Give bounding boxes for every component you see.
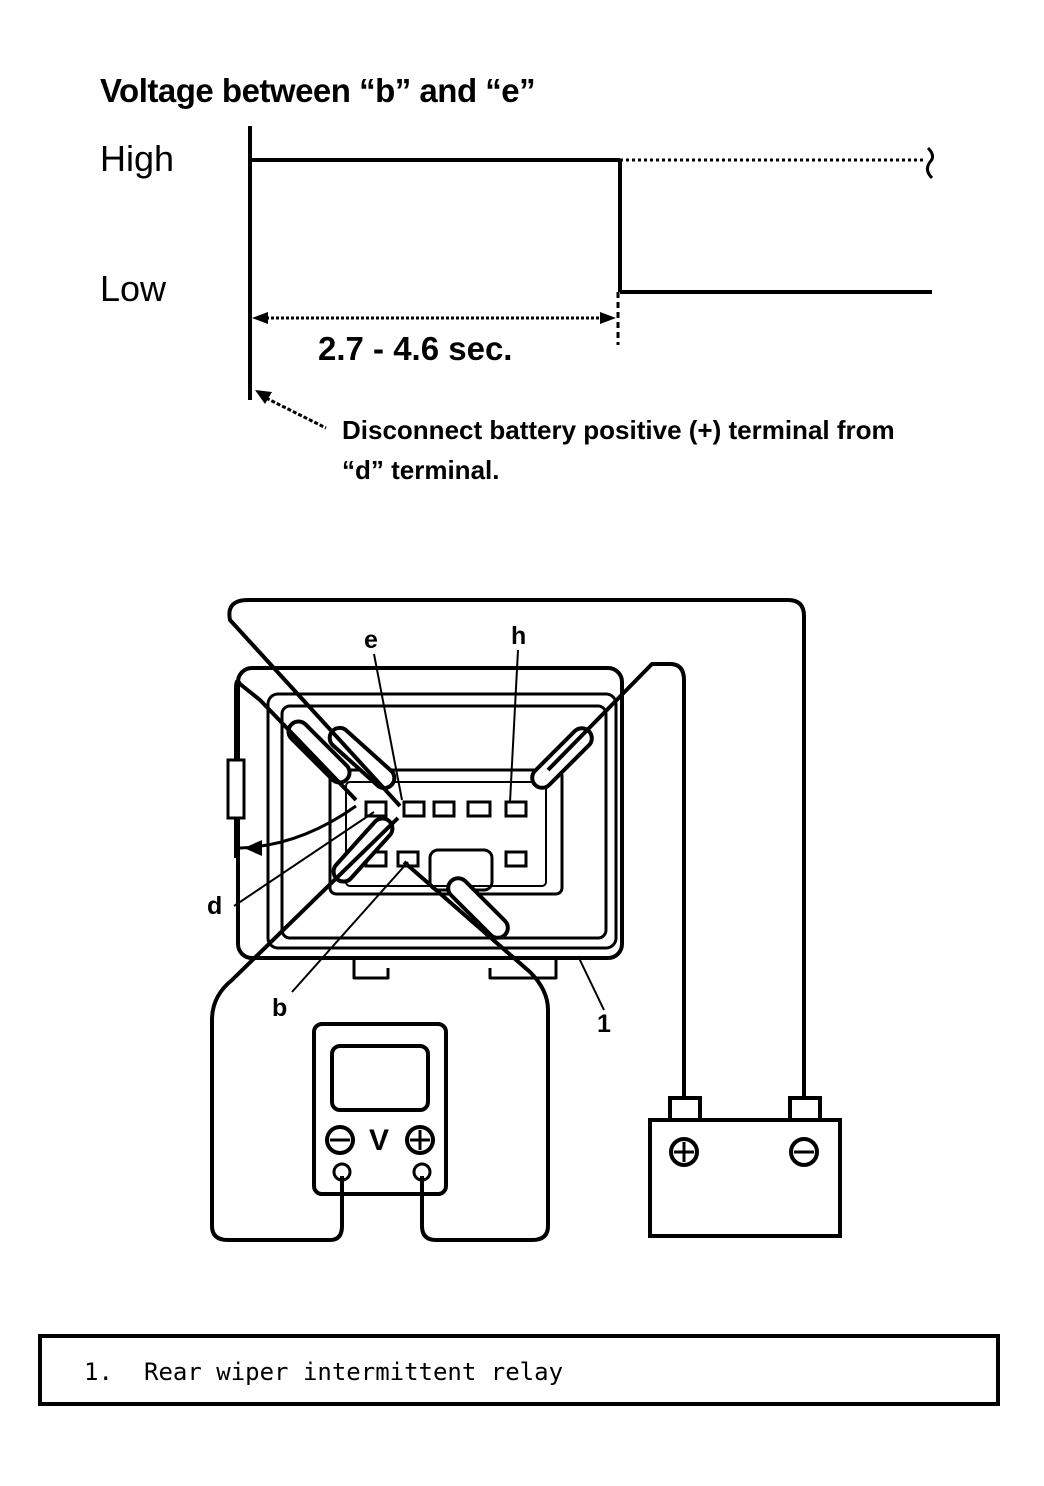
callout-1-label: 1 xyxy=(597,1010,611,1038)
voltmeter-plus-icon xyxy=(405,1125,435,1155)
relay-connector xyxy=(328,768,564,896)
terminal-b-label: b xyxy=(272,994,288,1022)
battery-terminal-positive xyxy=(668,1096,702,1122)
wires xyxy=(210,598,806,1242)
leader-lines xyxy=(233,649,605,1011)
voltmeter xyxy=(312,1022,448,1196)
disconnect-note-line-2: “d” terminal. xyxy=(342,455,500,485)
terminal-h-label: h xyxy=(511,622,527,650)
pin xyxy=(504,850,528,868)
battery-plus-icon xyxy=(669,1137,699,1167)
battery-terminal-negative xyxy=(788,1096,822,1122)
level-high-label: High xyxy=(100,138,175,179)
leader-h xyxy=(509,649,519,803)
chart-title: Voltage between “b” and “e” xyxy=(100,72,536,109)
disconnect-note: Disconnect battery positive (+) terminal… xyxy=(342,410,982,490)
leader-d xyxy=(233,811,375,907)
pin-h xyxy=(504,800,528,818)
battery xyxy=(648,1096,842,1238)
arrow-right-icon xyxy=(600,312,616,324)
duration-label: 2.7 - 4.6 sec. xyxy=(318,330,513,367)
terminal-e-label: e xyxy=(364,626,378,654)
relay-tab-right xyxy=(488,956,558,980)
voltmeter-jack-negative xyxy=(332,1162,352,1182)
voltmeter-minus-icon xyxy=(325,1125,355,1155)
wire-voltmeter-positive xyxy=(402,860,550,1242)
probe-b xyxy=(446,876,510,940)
voltmeter-display xyxy=(330,1044,430,1112)
pin-d xyxy=(364,800,388,818)
relay-tab-left xyxy=(352,956,390,980)
break-mark-icon xyxy=(925,146,935,180)
wire-battery-negative xyxy=(227,598,806,1098)
battery-minus-icon xyxy=(789,1137,819,1167)
relay-frame xyxy=(280,704,608,940)
terminal-d-label: d xyxy=(207,892,223,920)
legend-item-text: Rear wiper intermittent relay xyxy=(144,1358,564,1386)
wire-battery-positive xyxy=(546,662,686,1098)
wire-voltmeter-negative xyxy=(210,816,400,1242)
legend-item-number: 1. xyxy=(84,1358,113,1386)
relay-outer-body xyxy=(236,666,624,960)
arrow-disconnect-icon xyxy=(244,840,262,856)
probe-d xyxy=(286,719,352,785)
arrow-pointer-icon xyxy=(255,390,272,404)
relay-body xyxy=(266,692,618,950)
relay-connector-inner xyxy=(345,781,547,887)
pin xyxy=(432,800,456,818)
voltmeter-body xyxy=(312,1022,448,1196)
arrow-left-icon xyxy=(252,312,268,324)
note-leader-line xyxy=(265,396,327,430)
leader-1 xyxy=(577,955,605,1011)
legend-box xyxy=(38,1334,1000,1406)
level-low-label: Low xyxy=(100,268,167,309)
leader-b xyxy=(291,861,409,993)
wire-d-jumper xyxy=(234,679,358,858)
wiring-diagram xyxy=(210,598,842,1242)
wire-d-return xyxy=(239,804,357,850)
disconnect-note-line-1: Disconnect battery positive (+) terminal… xyxy=(342,415,895,445)
jumper-fuse-icon xyxy=(226,758,246,820)
pin xyxy=(466,800,492,818)
waveform-graph xyxy=(248,126,935,430)
leader-e xyxy=(373,653,403,801)
voltmeter-symbol: V xyxy=(369,1124,390,1157)
pin-e xyxy=(402,800,426,818)
battery-body xyxy=(648,1118,842,1238)
voltmeter-jack-positive xyxy=(412,1162,432,1182)
